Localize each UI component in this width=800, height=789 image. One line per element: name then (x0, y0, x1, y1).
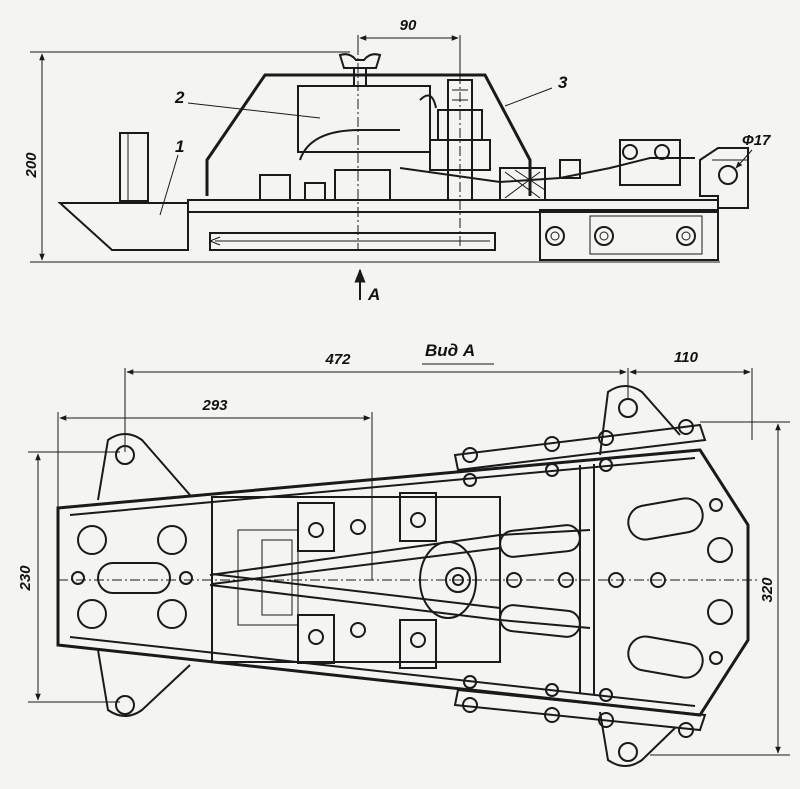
mount-hole-tr (157, 525, 187, 555)
dim-230-label: 230 (17, 565, 34, 592)
right-bracket (699, 147, 749, 209)
coil-block (499, 167, 546, 201)
part-2-label: 2 (174, 88, 185, 107)
arm-upper (209, 529, 591, 576)
left-ear-top (97, 433, 191, 501)
mid-block (334, 169, 391, 201)
left-ear-bottom (97, 649, 191, 717)
right-block (539, 209, 719, 261)
dim-293-label: 293 (201, 397, 228, 414)
capsule-upper-mid (499, 524, 581, 558)
cylinder (119, 132, 149, 202)
mount-hole (718, 165, 738, 185)
bolt-strip-top (453, 423, 707, 472)
box-part (297, 85, 431, 153)
bolt-strip-bottom (453, 688, 707, 732)
mount-hole-tl (77, 525, 107, 555)
wing-nut (338, 53, 382, 69)
dim-90-label: 90 (400, 17, 417, 34)
cover-part (205, 73, 532, 196)
part-3-label: 3 (558, 73, 568, 92)
part-1-label: 1 (175, 137, 184, 156)
hole-dia-label: Ф17 (742, 132, 771, 149)
side-view: 200 90 Ф17 1 2 3 A (23, 17, 771, 304)
dim-320-label: 320 (759, 577, 776, 603)
capsule-lower-right (627, 635, 704, 679)
right-ear-top (599, 385, 681, 456)
dim-110-label: 110 (674, 349, 699, 366)
mount-hole-br (157, 599, 187, 629)
dim-472-label: 472 (324, 351, 351, 368)
top-view: Вид А 472 110 293 230 320 (17, 341, 790, 767)
terminal-block (619, 139, 681, 186)
capsule-upper-right (627, 497, 704, 541)
dim-200-label: 200 (23, 152, 40, 179)
view-arrow-label: A (367, 285, 380, 304)
tray-part (57, 202, 189, 251)
base-plate-top (56, 448, 750, 717)
view-title: Вид А (425, 341, 475, 360)
mount-hole-bl (77, 599, 107, 629)
left-slot (97, 562, 171, 594)
right-ear-bottom (599, 711, 676, 767)
